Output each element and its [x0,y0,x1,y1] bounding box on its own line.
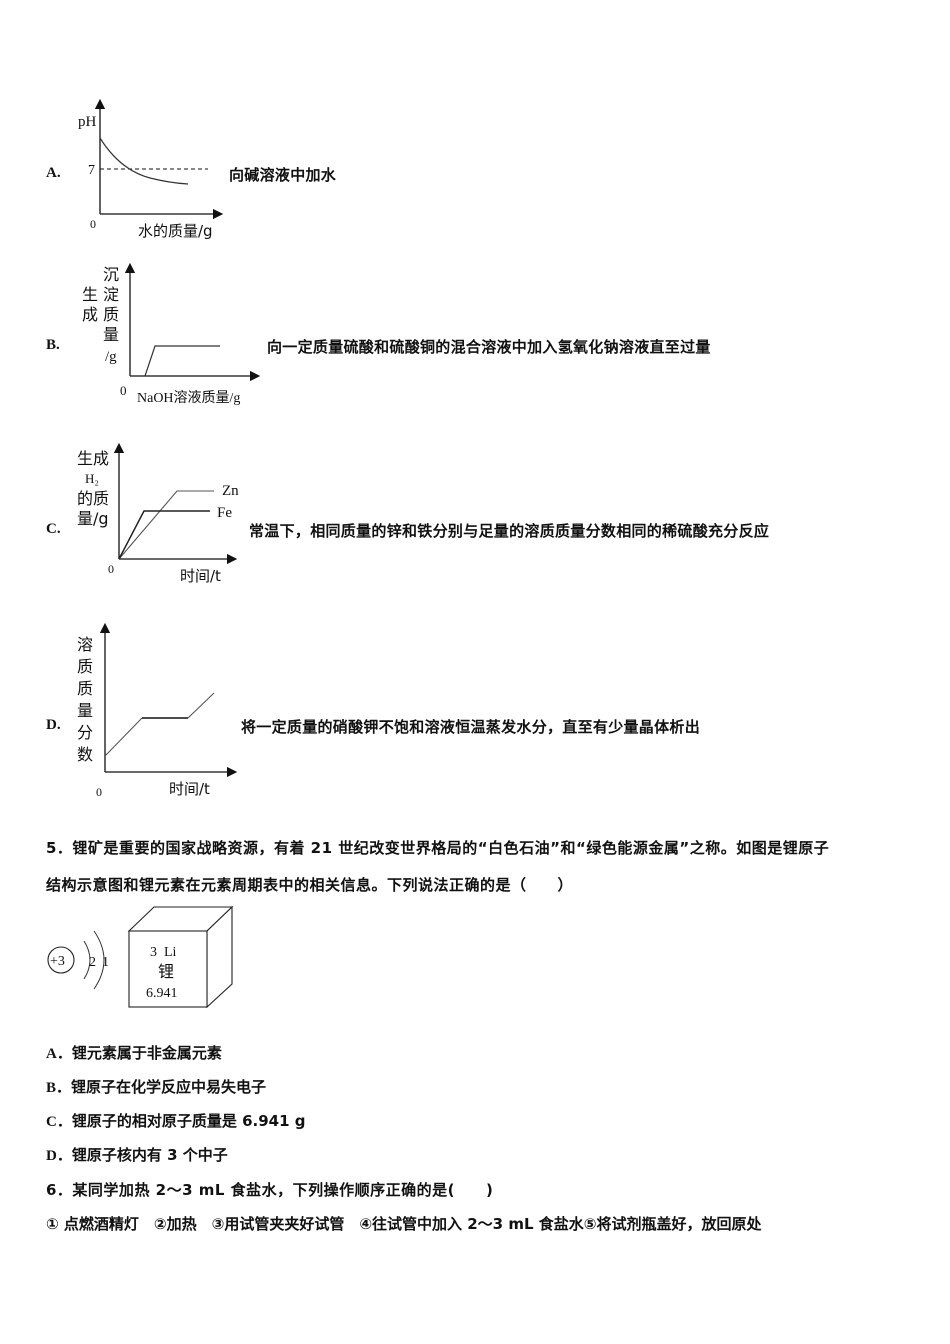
atomic-mass: 6.941 [146,986,178,1001]
svg-text:溶: 溶 [77,635,93,654]
lithium-atom-structure-diagram: +3 2 1 [47,930,109,990]
q5-option-b-letter: B． [46,1080,72,1096]
x-label: 时间/t [180,567,221,585]
option-a-description: 向碱溶液中加水 [229,166,337,184]
origin-label: 0 [90,217,96,231]
y-label: pH [78,114,97,130]
rising-segment-1 [104,717,143,757]
svg-text:沉: 沉 [103,265,119,284]
svg-text:量: 量 [103,325,119,344]
atomic-number-symbol: 3 Li [150,945,177,960]
ph-curve [99,137,189,185]
option-c-description: 常温下，相同质量的锌和铁分别与足量的溶质质量分数相同的稀硫酸充分反应 [249,522,770,540]
shell-2-electrons: 1 [102,955,109,970]
x-label: NaOH溶液质量/g [137,390,240,406]
option-b-letter: B. [46,337,60,353]
nucleus-charge: +3 [50,954,65,969]
q5-option-b-text: 锂原子在化学反应中易失电子 [71,1078,267,1096]
option-b-description: 向一定质量硫酸和硫酸铜的混合溶液中加入氢氧化钠溶液直至过量 [267,338,711,356]
card-front-face [128,930,208,1008]
svg-text:H₂: H₂ [85,471,99,486]
origin-label: 0 [96,785,102,799]
svg-text:数: 数 [77,745,93,764]
svg-text:生: 生 [82,285,98,304]
question-5-line-2: 结构示意图和锂元素在元素周期表中的相关信息。下列说法正确的是（ ） [46,876,574,894]
option-d-description: 将一定质量的硝酸钾不饱和溶液恒温蒸发水分，直至有少量晶体析出 [241,718,701,736]
question-6-line-2: ① 点燃酒精灯 ②加热 ③用试管夹夹好试管 ④往试管中加入 2～3 mL 食盐水… [46,1215,762,1233]
zn-line [118,490,214,560]
svg-text:质: 质 [77,657,93,676]
rising-segment-2 [187,692,215,719]
q5-option-a-text: 锂元素属于非金属元素 [71,1044,222,1062]
svg-text:的质: 的质 [77,489,109,508]
q5-option-d-text: 锂原子核内有 3 个中子 [71,1146,228,1164]
y-tick-7: 7 [88,163,95,178]
q5-option-b[interactable]: B．锂原子在化学反应中易失电子 [46,1076,266,1097]
x-label: 水的质量/g [138,222,213,240]
question-6-line-1: 6．某同学加热 2～3 mL 食盐水，下列操作顺序正确的是( ) [46,1181,494,1199]
electron-shell-1-arc [83,940,91,980]
option-d-letter: D. [46,717,61,733]
origin-label: 0 [108,562,114,576]
svg-text:量/g: 量/g [77,509,109,528]
svg-text:质: 质 [103,305,119,324]
fe-label: Fe [217,505,232,521]
shell-1-electrons: 2 [89,955,96,970]
q5-option-c[interactable]: C．锂原子的相对原子质量是 6.941 g [46,1110,305,1131]
precipitate-line [130,345,220,377]
svg-text:生成: 生成 [77,449,109,468]
element-name: 锂 [158,962,174,981]
svg-text:量: 量 [77,701,93,720]
q5-option-c-letter: C． [46,1114,72,1130]
svg-text:成: 成 [82,305,98,324]
electron-shell-2-arc [93,930,105,990]
lithium-element-card: 3 Li 锂 6.941 [127,905,234,1009]
question-5-line-1: 5．锂矿是重要的国家战略资源，有着 21 世纪改变世界格局的“白色石油”和“绿色… [46,839,830,857]
graph-a-ph-vs-water: pH 7 0 水的质量/g [78,98,224,240]
x-label: 时间/t [169,780,210,798]
nucleus-circle [47,946,75,974]
graph-c-h2-vs-time: 生成 H₂ 的质 量/g Zn Fe 0 时间/t [77,442,239,585]
origin-label: 0 [120,383,127,398]
q5-option-a-letter: A． [46,1046,72,1062]
option-c-letter: C. [46,521,61,537]
q5-option-d-letter: D． [46,1148,72,1164]
q5-option-c-text: 锂原子的相对原子质量是 6.941 g [71,1112,306,1130]
svg-text:淀: 淀 [103,285,119,304]
q5-option-d[interactable]: D．锂原子核内有 3 个中子 [46,1144,228,1165]
svg-text:/g: /g [105,349,117,365]
q5-option-a[interactable]: A．锂元素属于非金属元素 [46,1042,222,1063]
svg-text:分: 分 [77,723,93,742]
zn-label: Zn [222,483,239,499]
svg-text:质: 质 [77,679,93,698]
graph-d-mass-fraction-vs-time: 溶 质 质 量 分 数 0 时间/t [77,622,238,799]
graph-b-precipitate-vs-naoh: 生 成 沉 淀 质 量 /g 0 NaOH溶液质量/g [82,262,261,406]
option-a-letter: A. [46,165,61,181]
fe-line [118,510,210,560]
